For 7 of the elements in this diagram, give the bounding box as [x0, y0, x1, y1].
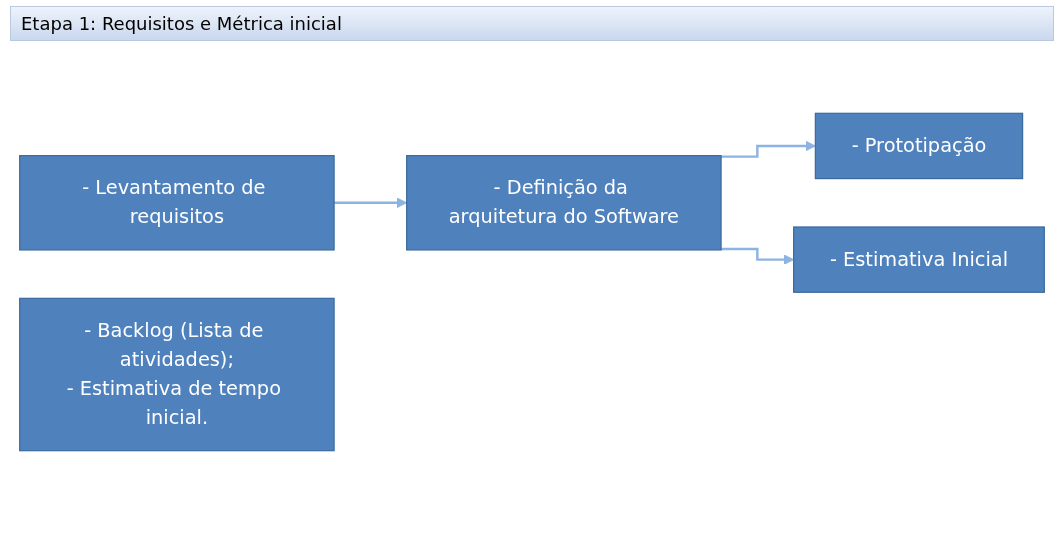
node-box: - Estimativa Inicial [793, 226, 1045, 293]
node-box: - Levantamento de requisitos [19, 155, 335, 251]
node-box: - Backlog (Lista de atividades); - Estimativa de tempo inicial. [19, 297, 335, 452]
node-box: - Prototipação [814, 112, 1024, 180]
node-box: - Definição da arquitetura do Software [406, 155, 722, 251]
title-banner: Etapa 1: Requisitos e Métrica inicial [10, 6, 1054, 41]
arrow [721, 140, 816, 158]
